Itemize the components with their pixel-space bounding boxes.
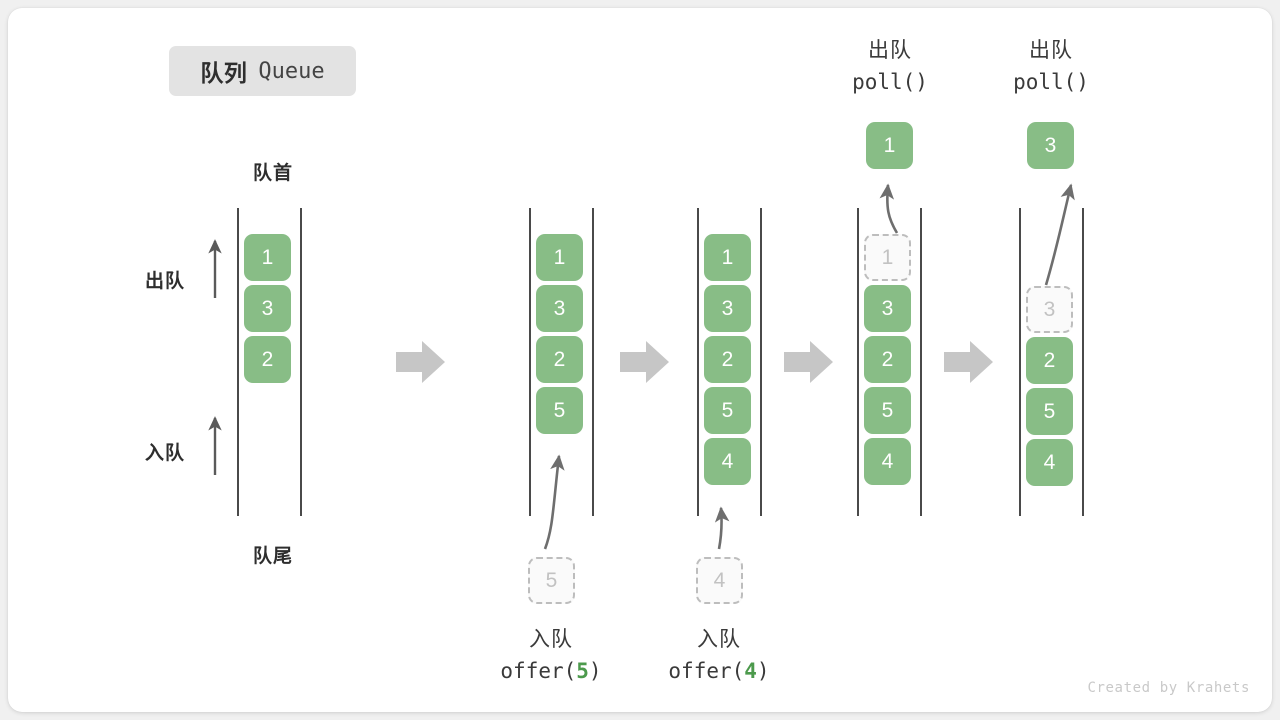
queue-cell: 5 [864, 387, 911, 434]
queue-cell: 4 [1026, 439, 1073, 486]
rail-right-col4 [920, 208, 922, 516]
operation-code: poll() [852, 70, 928, 94]
operation-arg: 4 [744, 659, 757, 683]
queue-cell: 5 [536, 387, 583, 434]
queue-cell: 2 [1026, 337, 1073, 384]
operation-fn-prefix: offer( [500, 659, 577, 683]
operation-cn: 出队 [1029, 39, 1073, 62]
queue-cell: 2 [704, 336, 751, 383]
enqueue-5-arrow [543, 454, 565, 550]
operation-label-offer-4: 入队 offer(4) [629, 625, 809, 687]
diagram-canvas: 队列 Queue 队首 出队 入队 1 3 2 队尾 1 3 2 5 5 入队 … [8, 8, 1272, 712]
rail-right-col2 [592, 208, 594, 516]
operation-label-offer-5: 入队 offer(5) [461, 625, 641, 687]
ghost-cell-outgoing-1: 1 [864, 234, 911, 281]
queue-cell: 2 [536, 336, 583, 383]
operation-cn: 入队 [697, 628, 741, 651]
queue-cell: 3 [704, 285, 751, 332]
title-en: Queue [258, 58, 325, 84]
enqueue-side-label: 入队 [145, 443, 186, 464]
queue-cell: 2 [244, 336, 291, 383]
queue-column-after-offer-5: 1 3 2 5 [536, 234, 583, 434]
rail-left-col2 [529, 208, 531, 516]
queue-cell: 1 [244, 234, 291, 281]
stage-arrow-1 [396, 341, 445, 383]
operation-code: offer(4) [629, 655, 809, 687]
operation-label-poll-2: 出队 poll() [981, 36, 1121, 98]
rail-right-col3 [760, 208, 762, 516]
result-cell-polled-3: 3 [1027, 122, 1074, 169]
title-cn: 队列 [200, 60, 248, 86]
queue-rear-label: 队尾 [252, 546, 293, 567]
queue-cell: 3 [536, 285, 583, 332]
queue-column-during-poll-1: 3 2 5 4 [864, 285, 911, 485]
queue-front-label: 队首 [252, 163, 293, 184]
queue-cell: 1 [536, 234, 583, 281]
stage-arrow-2 [620, 341, 669, 383]
stage-arrow-3 [784, 341, 833, 383]
queue-cell: 1 [704, 234, 751, 281]
queue-cell: 4 [864, 438, 911, 485]
ghost-cell-incoming-5: 5 [528, 557, 575, 604]
dequeue-side-label: 出队 [145, 271, 186, 292]
queue-cell: 2 [864, 336, 911, 383]
queue-cell: 3 [244, 285, 291, 332]
rail-left-col4 [857, 208, 859, 516]
poll-1-arrow [879, 183, 899, 234]
queue-cell: 4 [704, 438, 751, 485]
queue-column-initial: 1 3 2 [244, 234, 291, 383]
operation-code: offer(5) [461, 655, 641, 687]
queue-cell: 3 [864, 285, 911, 332]
operation-fn-prefix: offer( [668, 659, 745, 683]
operation-cn: 入队 [529, 628, 573, 651]
result-cell-polled-1: 1 [866, 122, 913, 169]
rail-right-col1 [300, 208, 302, 516]
operation-fn-suffix: ) [756, 659, 770, 683]
stage-arrow-4 [944, 341, 993, 383]
enqueue-4-arrow [714, 506, 730, 550]
poll-3-arrow [1044, 183, 1075, 286]
operation-arg: 5 [576, 659, 589, 683]
operation-label-poll-1: 出队 poll() [820, 36, 960, 98]
rail-right-col5 [1082, 208, 1084, 516]
title-badge: 队列 Queue [169, 46, 356, 96]
queue-column-after-offer-4: 1 3 2 5 4 [704, 234, 751, 485]
queue-column-during-poll-3: 2 5 4 [1026, 337, 1073, 486]
operation-fn-suffix: ) [588, 659, 602, 683]
credit-text: Created by Krahets [1087, 680, 1250, 696]
queue-cell: 5 [1026, 388, 1073, 435]
operation-cn: 出队 [868, 39, 912, 62]
rail-left-col5 [1019, 208, 1021, 516]
ghost-cell-incoming-4: 4 [696, 557, 743, 604]
rail-left-col1 [237, 208, 239, 516]
ghost-cell-outgoing-3: 3 [1026, 286, 1073, 333]
queue-cell: 5 [704, 387, 751, 434]
rail-left-col3 [697, 208, 699, 516]
operation-code: poll() [1013, 70, 1089, 94]
